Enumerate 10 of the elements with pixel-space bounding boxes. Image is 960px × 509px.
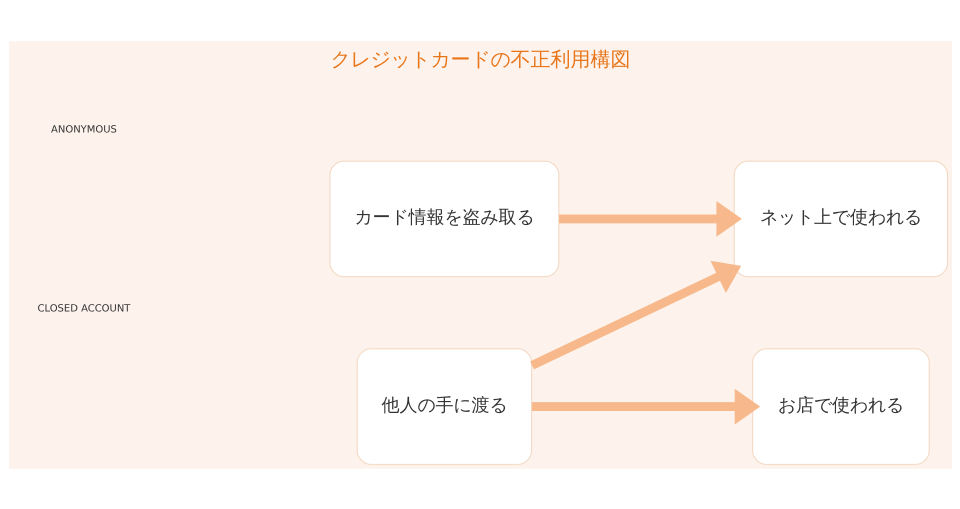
node-box: ネット上で使われる [733,160,948,277]
arrow [530,260,741,369]
node-box: カード情報を盗み取る [328,160,559,277]
node-box: 他人の手に渡る [356,348,532,464]
arrow [532,388,760,424]
label: ANONYMOUS [50,124,116,135]
label: CLOSED ACCOUNT [37,302,130,314]
arrow [558,200,742,236]
node-box: お店で使われる [752,348,930,464]
diagram-title: クレジットカードの不正利用構図 [330,46,630,71]
